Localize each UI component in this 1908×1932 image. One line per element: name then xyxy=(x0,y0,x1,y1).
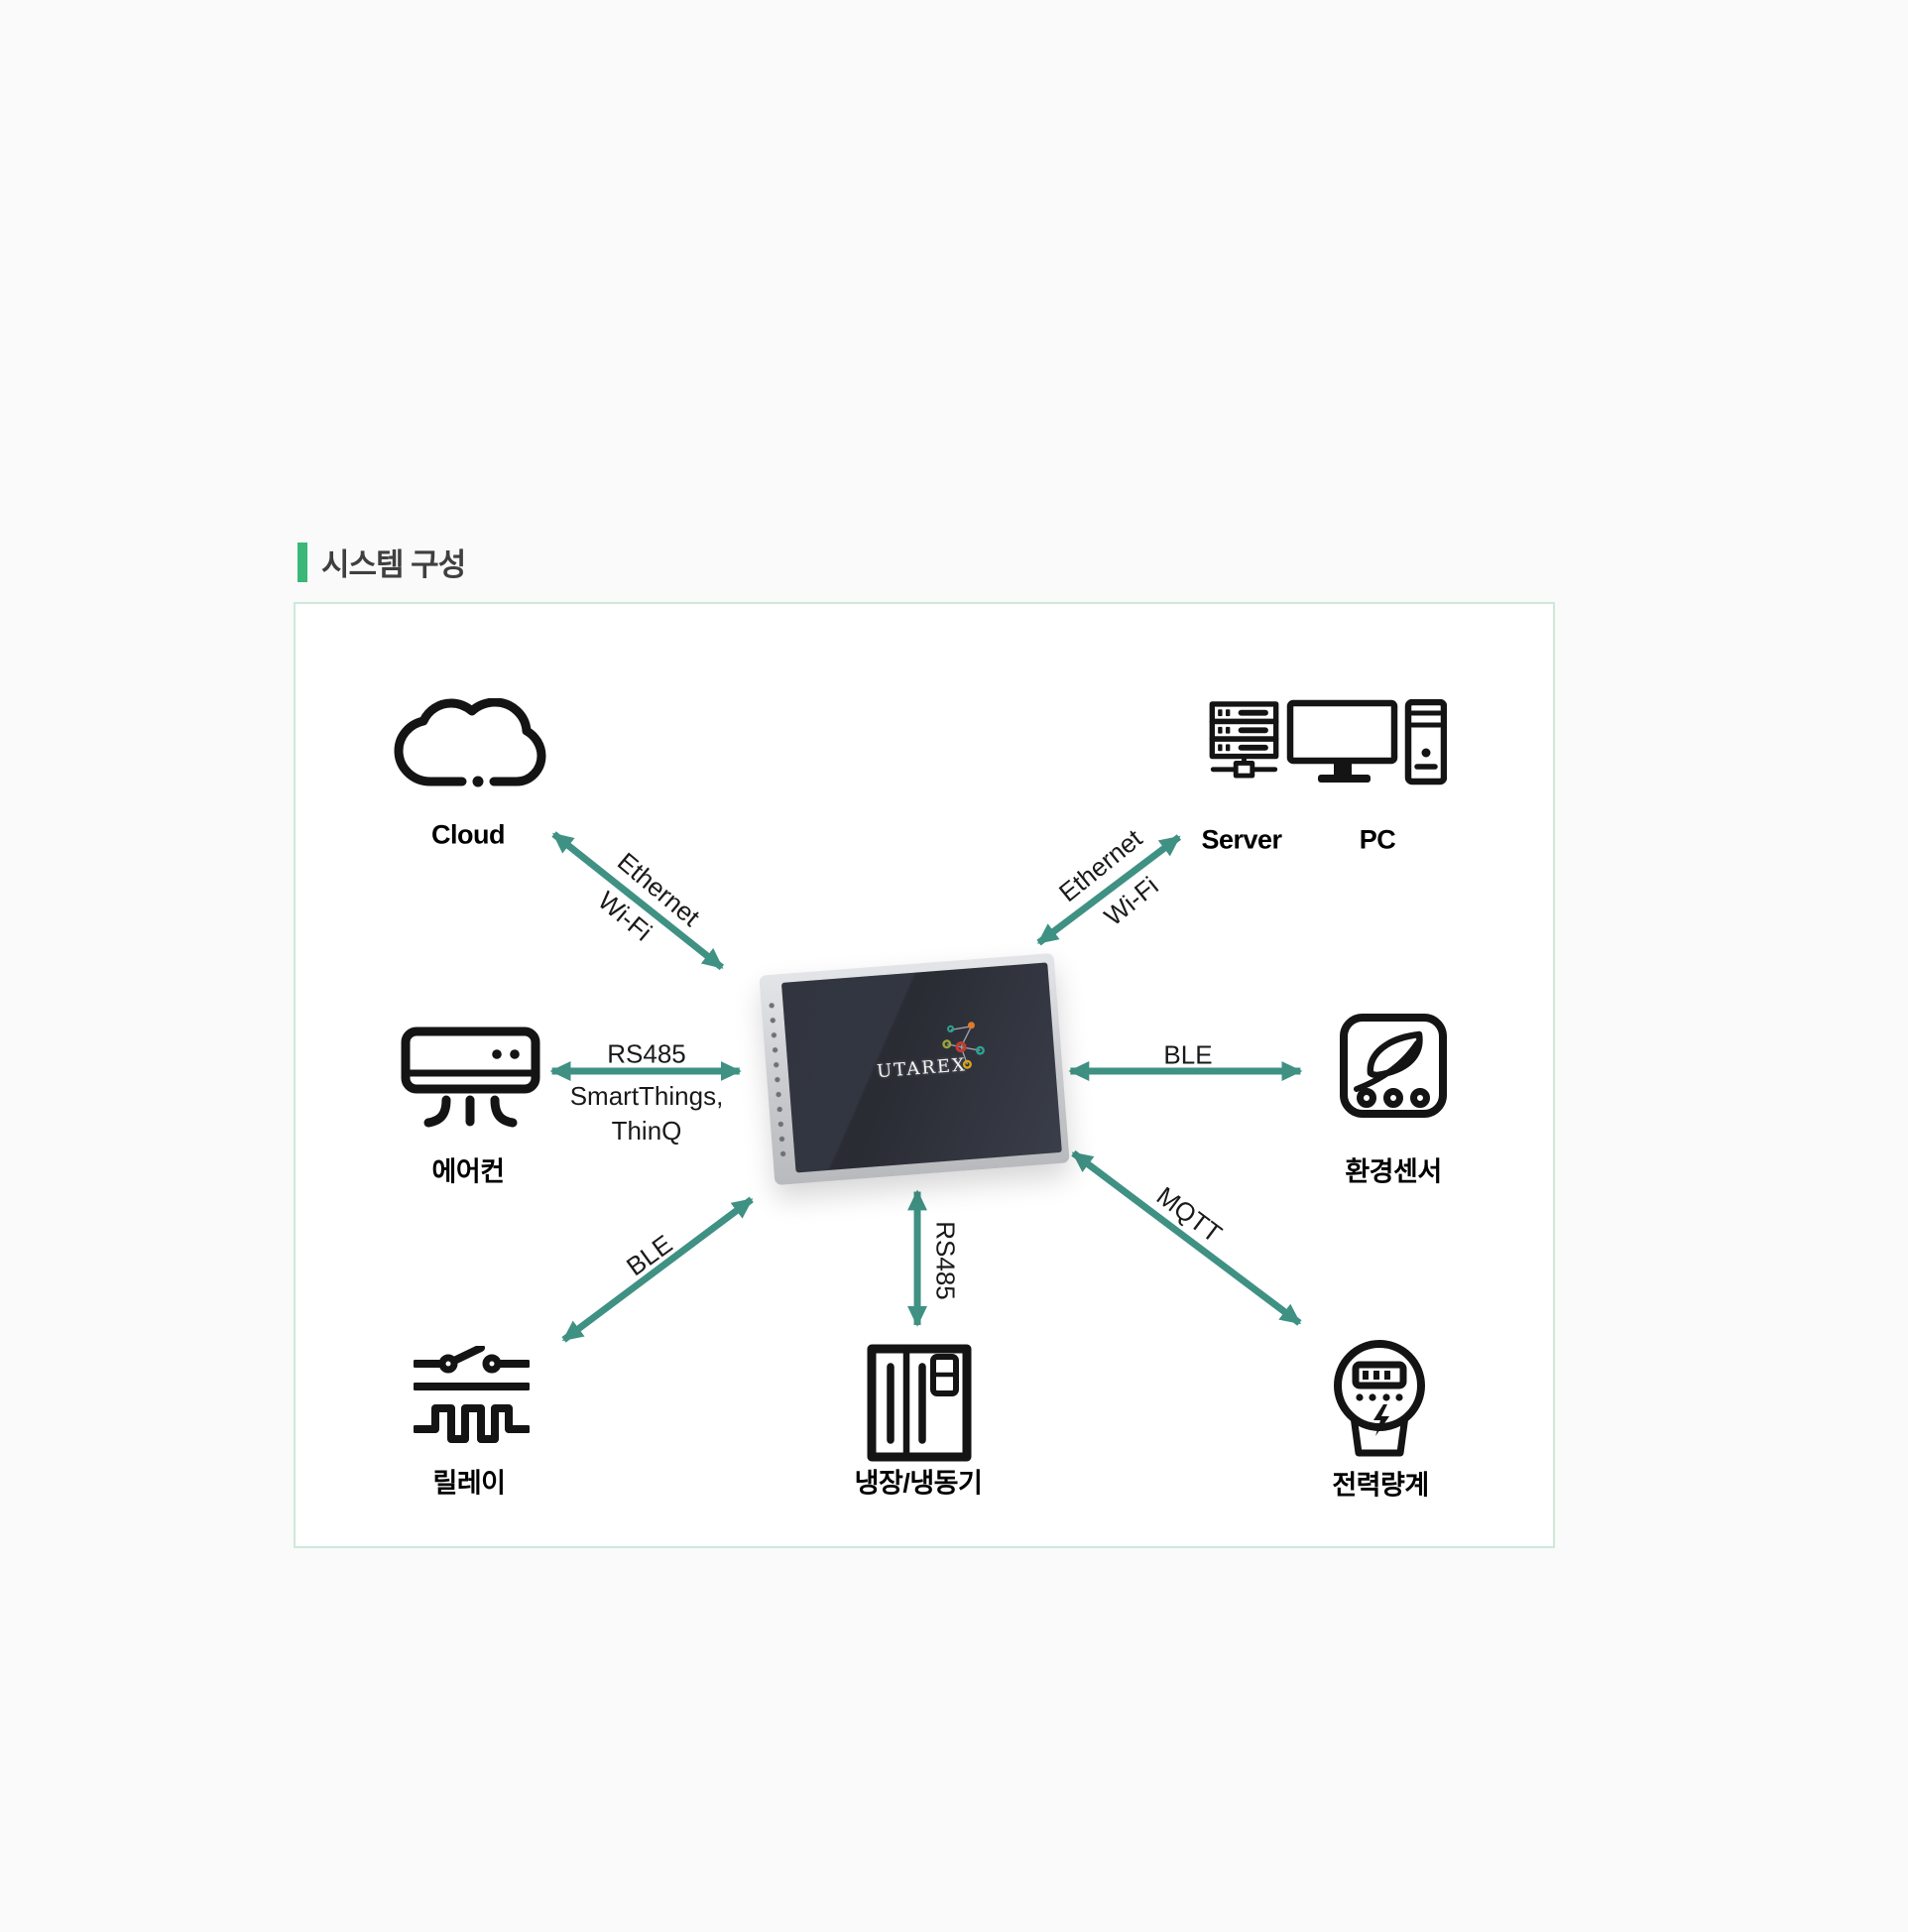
device-logo-molecule-icon xyxy=(942,1022,986,1069)
section-title: 시스템 구성 xyxy=(298,540,466,584)
fridge-icon xyxy=(867,1344,972,1462)
device-screen: UTAREX xyxy=(780,962,1062,1173)
title-accent-bar xyxy=(298,542,307,582)
arrow-cloud-link xyxy=(551,831,725,971)
server-label: Server xyxy=(1201,824,1282,855)
section-title-text: 시스템 구성 xyxy=(321,547,466,582)
cloud-label: Cloud xyxy=(431,819,505,850)
fridge-label: 냉장/냉동기 xyxy=(854,1468,983,1499)
relay-icon xyxy=(414,1346,530,1447)
device-logo-wordmark: UTAREX xyxy=(876,1054,968,1083)
arrow-power-meter-link xyxy=(1071,1149,1302,1326)
gateway-device: UTAREX xyxy=(759,952,1070,1186)
aircon-link-line3: ThinQ xyxy=(611,1116,682,1146)
arrow-server-link xyxy=(1036,834,1182,946)
server-icon xyxy=(1209,701,1279,781)
system-diagram-panel: Cloud Server xyxy=(294,602,1555,1548)
device-logo: UTAREX xyxy=(876,1022,986,1083)
power-meter-icon xyxy=(1331,1339,1428,1460)
diagram-arrows xyxy=(549,831,1303,1343)
aircon-link-line2: SmartThings, xyxy=(569,1081,724,1111)
env-sensor-icon xyxy=(1340,1014,1447,1118)
aircon-label: 에어컨 xyxy=(431,1156,505,1187)
pc-icon xyxy=(1286,699,1447,790)
cloud-icon xyxy=(391,698,547,789)
aircon-icon xyxy=(401,1026,540,1135)
env-sensor-link-protocol-label: BLE xyxy=(1163,1039,1213,1070)
aircon-link-protocol-label: RS485 xyxy=(607,1038,686,1069)
arrow-relay-link xyxy=(561,1196,754,1343)
relay-label: 릴레이 xyxy=(432,1468,506,1499)
fridge-link-protocol-label: RS485 xyxy=(930,1221,961,1300)
power-meter-label: 전력량계 xyxy=(1332,1470,1429,1501)
aircon-link-protocol-label2: SmartThings, ThinQ xyxy=(570,1079,724,1148)
env-sensor-label: 환경센서 xyxy=(1345,1156,1442,1187)
pc-label: PC xyxy=(1359,824,1396,855)
